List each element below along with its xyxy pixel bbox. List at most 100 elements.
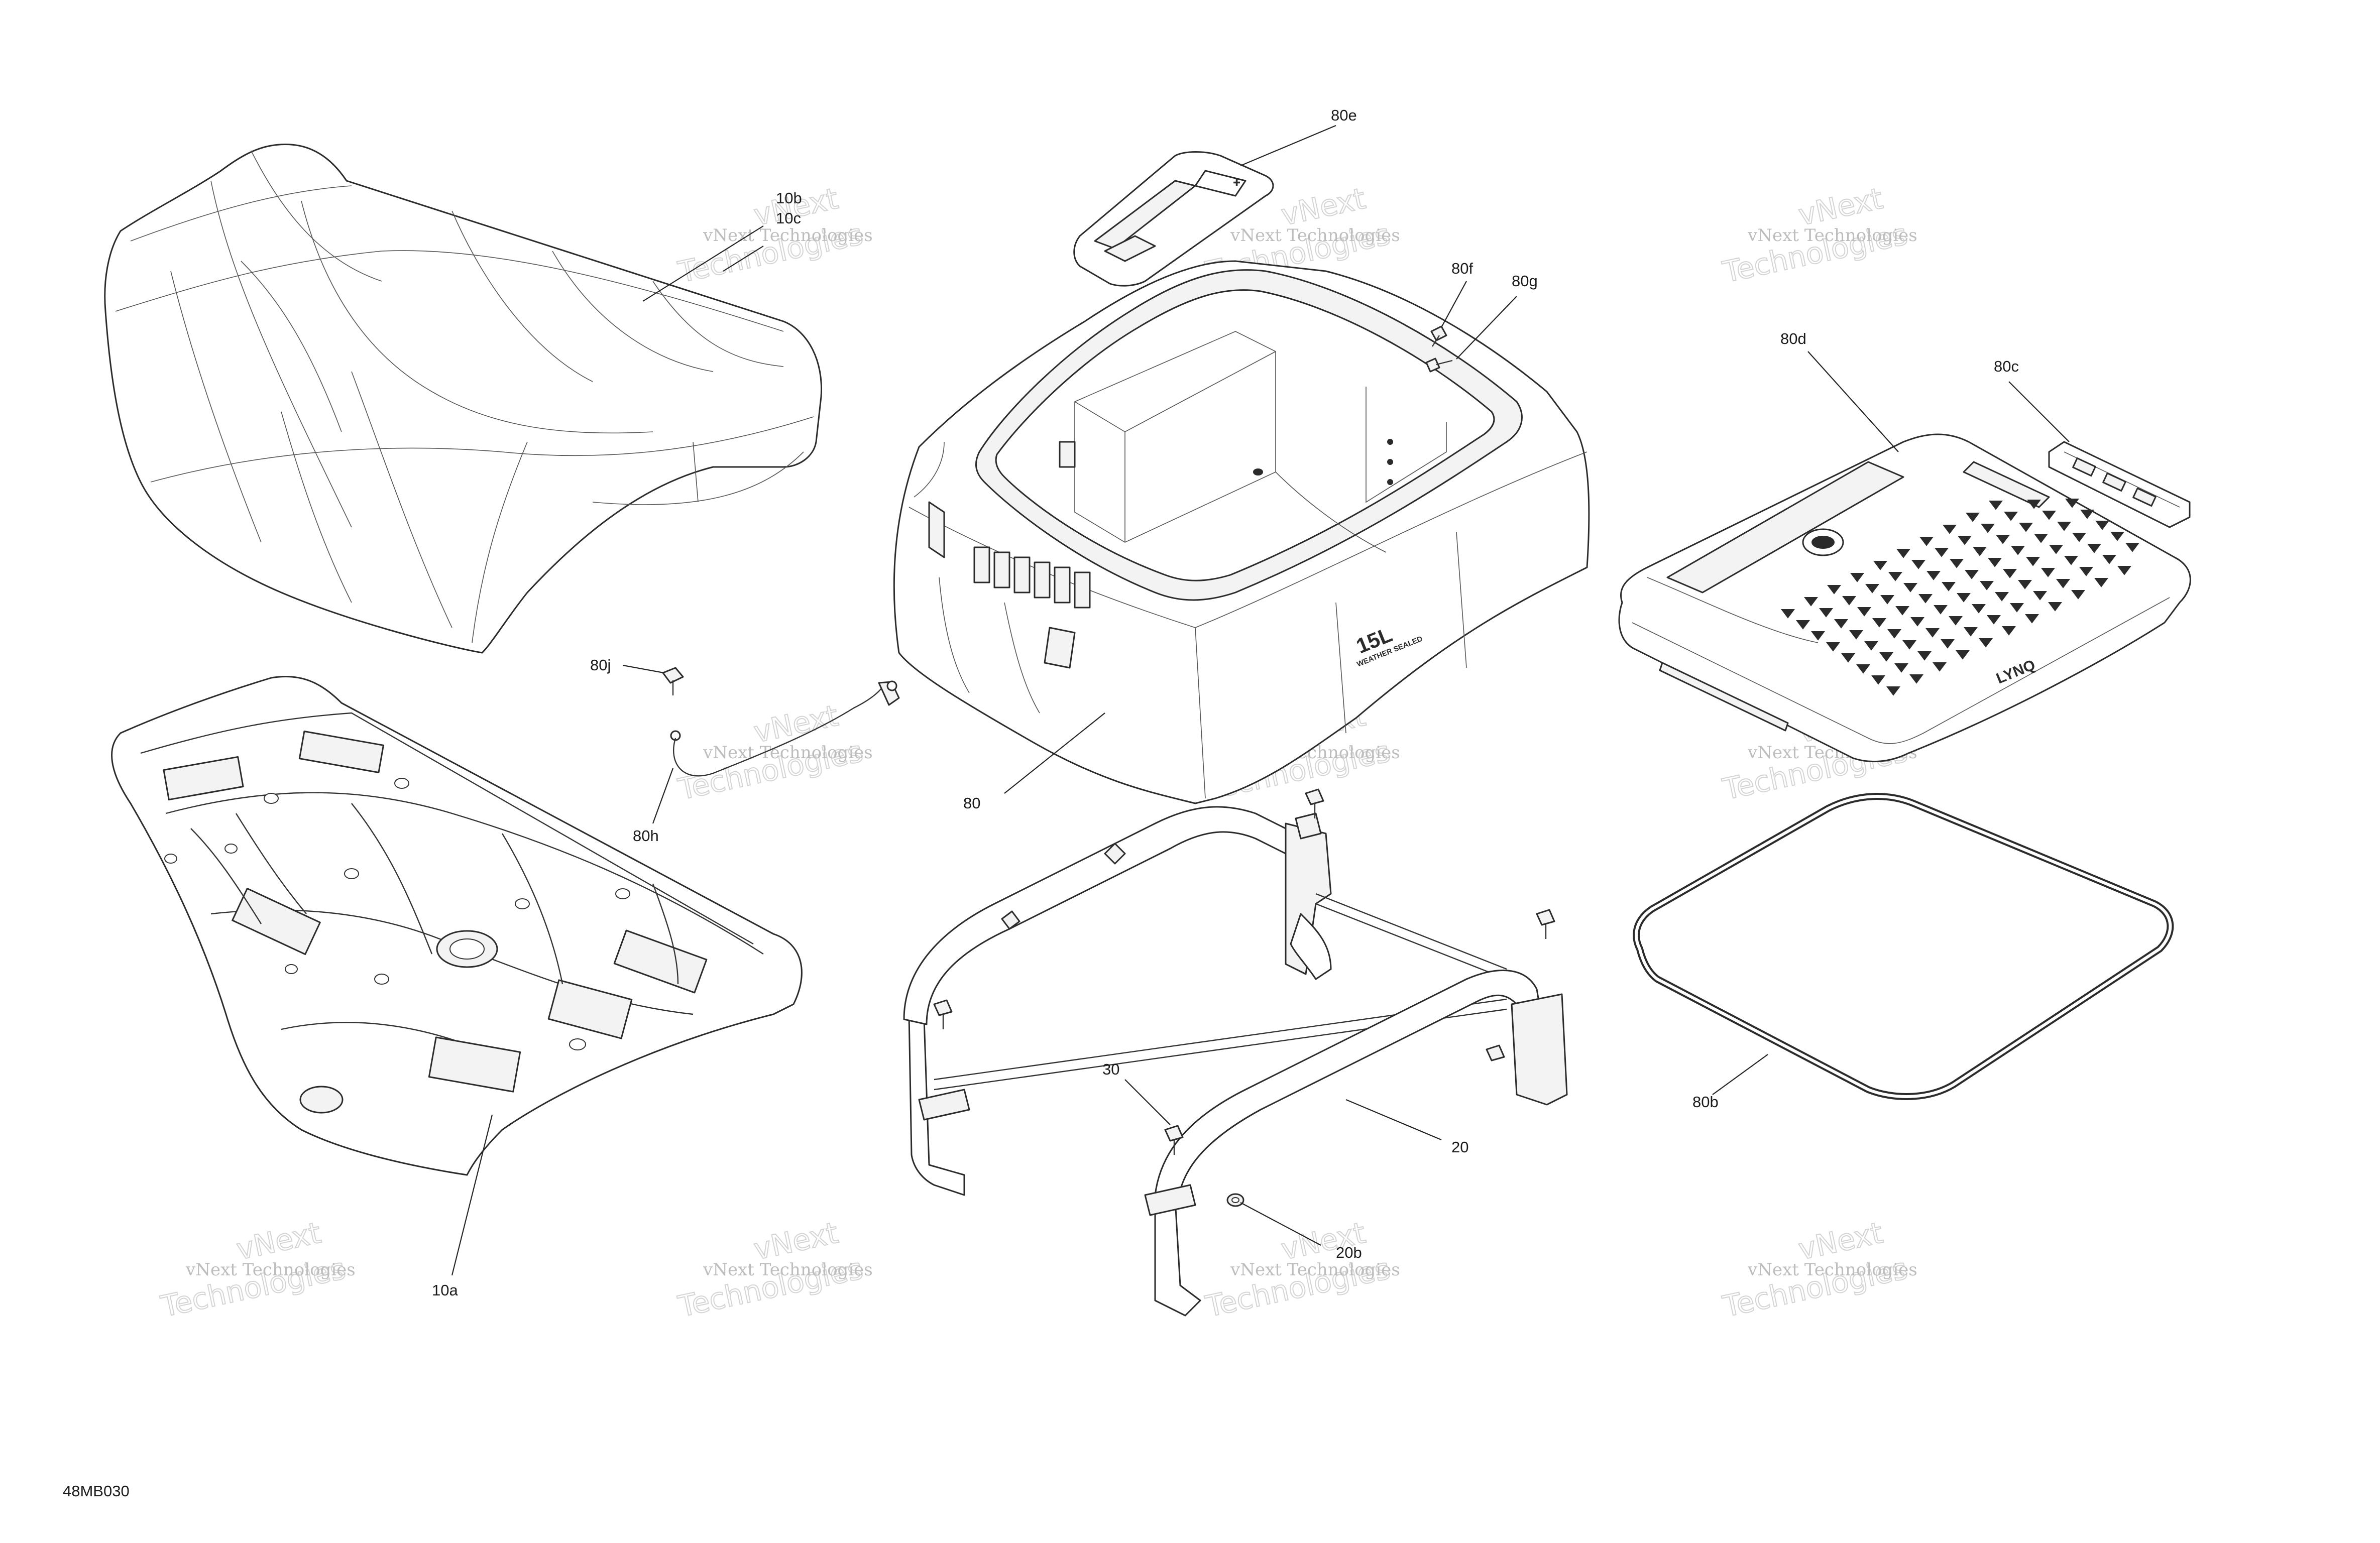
grip-stud bbox=[1826, 642, 1840, 652]
grip-stud bbox=[1995, 592, 2009, 602]
grip-stud bbox=[1958, 536, 1972, 545]
bolt-frame-top bbox=[1305, 788, 1324, 818]
grip-stud bbox=[1804, 597, 1818, 607]
screw-80g bbox=[1425, 358, 1453, 373]
grip-stud bbox=[1871, 675, 1885, 685]
grip-stud bbox=[2011, 546, 2025, 555]
grip-stud bbox=[2027, 500, 2041, 509]
callout-10b: 10b bbox=[776, 189, 802, 207]
callout-80j: 80j bbox=[590, 656, 611, 674]
grip-stud bbox=[2080, 510, 2094, 519]
grip-stud bbox=[1989, 501, 2003, 510]
grip-stud bbox=[2033, 591, 2047, 601]
callout-80b: 80b bbox=[1692, 1093, 1719, 1111]
grip-stud bbox=[1879, 652, 1893, 662]
callout-30: 30 bbox=[1102, 1060, 1119, 1078]
grip-stud bbox=[2072, 533, 2086, 542]
grip-stud bbox=[1850, 573, 1864, 582]
grip-stud bbox=[1796, 620, 1810, 630]
callout-80e: 80e bbox=[1331, 106, 1357, 124]
grip-stud bbox=[1887, 629, 1901, 639]
grip-stud bbox=[2102, 555, 2116, 564]
grip-stud bbox=[1966, 513, 1980, 522]
grip-stud bbox=[2019, 523, 2033, 532]
svg-text:✚: ✚ bbox=[1233, 178, 1240, 188]
hinge-clip-80c bbox=[2048, 441, 2191, 528]
lid-seal-80b bbox=[1633, 793, 2174, 1100]
watermark-text-small: vNext Technologies bbox=[703, 225, 873, 246]
grip-stud bbox=[1909, 674, 1923, 684]
grip-stud bbox=[1943, 525, 1957, 534]
bolt-30 bbox=[1164, 1125, 1184, 1155]
grip-stud bbox=[2125, 543, 2139, 552]
callout-20b: 20b bbox=[1336, 1244, 1362, 1261]
grip-stud bbox=[2094, 578, 2108, 587]
grip-stud bbox=[1827, 585, 1841, 595]
grip-stud bbox=[1988, 558, 2002, 567]
callout-80: 80 bbox=[963, 794, 980, 812]
watermark-text-small: vNext Technologies bbox=[703, 743, 873, 763]
grip-stud bbox=[1894, 663, 1908, 673]
leader-lines bbox=[451, 125, 2070, 1276]
callout-80c: 80c bbox=[1994, 358, 2019, 375]
grip-stud bbox=[1856, 664, 1870, 674]
grip-stud bbox=[1957, 593, 1971, 603]
grip-stud bbox=[1919, 537, 1934, 546]
grip-stud bbox=[1849, 630, 1863, 640]
callout-10a: 10a bbox=[432, 1281, 458, 1299]
grip-stud bbox=[1834, 619, 1848, 629]
grip-stud bbox=[2056, 579, 2070, 588]
grip-stud bbox=[2004, 512, 2018, 521]
grip-stud bbox=[2065, 499, 2079, 508]
grip-stud bbox=[1841, 653, 1855, 663]
grip-stud bbox=[1910, 617, 1924, 627]
latch-plate-80e: ✚ bbox=[1073, 151, 1274, 287]
grip-stud bbox=[2049, 545, 2063, 554]
callout-20: 20 bbox=[1451, 1138, 1468, 1156]
mounting-frame-20 bbox=[903, 806, 1568, 1317]
grip-stud bbox=[1917, 651, 1932, 661]
grip-stud bbox=[1819, 608, 1833, 618]
screw-80f bbox=[1430, 325, 1447, 347]
grip-stud bbox=[1926, 571, 1941, 580]
grip-stud bbox=[2042, 511, 2056, 520]
bushing-20b bbox=[1226, 1193, 1244, 1207]
callout-80g: 80g bbox=[1512, 272, 1538, 290]
grip-stud bbox=[1942, 582, 1956, 591]
seat-base-pan bbox=[111, 675, 803, 1176]
grip-stud bbox=[2095, 521, 2109, 530]
grip-stud bbox=[1965, 570, 1979, 579]
grip-stud bbox=[1811, 631, 1825, 641]
watermark-text-small: vNext Technologies bbox=[1230, 1260, 1400, 1280]
callout-10c: 10c bbox=[776, 209, 801, 227]
grip-stud bbox=[1979, 638, 1993, 648]
callout-80f: 80f bbox=[1451, 260, 1473, 277]
nut-frame-mid bbox=[1486, 1044, 1505, 1061]
watermark-text-small: vNext Technologies bbox=[185, 1260, 356, 1280]
grip-stud bbox=[1842, 596, 1856, 606]
grip-stud bbox=[1933, 662, 1947, 672]
grip-stud bbox=[2117, 566, 2131, 575]
grip-stud bbox=[2087, 544, 2101, 553]
grip-stud bbox=[2079, 567, 2093, 576]
grip-stud bbox=[1964, 627, 1978, 637]
grip-stud bbox=[1934, 605, 1948, 615]
grip-stud bbox=[1972, 604, 1986, 614]
grip-stud bbox=[1903, 583, 1917, 592]
bolt-frame-left bbox=[933, 999, 953, 1029]
grip-stud bbox=[2057, 522, 2071, 531]
grip-stud bbox=[2110, 532, 2124, 541]
grip-stud bbox=[1918, 594, 1933, 604]
grip-stud bbox=[1865, 584, 1879, 594]
grip-stud bbox=[1873, 561, 1887, 570]
grip-stud bbox=[2048, 602, 2062, 612]
watermark-text-small: vNext Technologies bbox=[703, 1260, 873, 1280]
grip-stud bbox=[1880, 595, 1894, 605]
grip-stud bbox=[2010, 603, 2024, 613]
callout-80h: 80h bbox=[633, 827, 659, 845]
storage-box: 15L WEATHER SEALED bbox=[893, 260, 1590, 804]
